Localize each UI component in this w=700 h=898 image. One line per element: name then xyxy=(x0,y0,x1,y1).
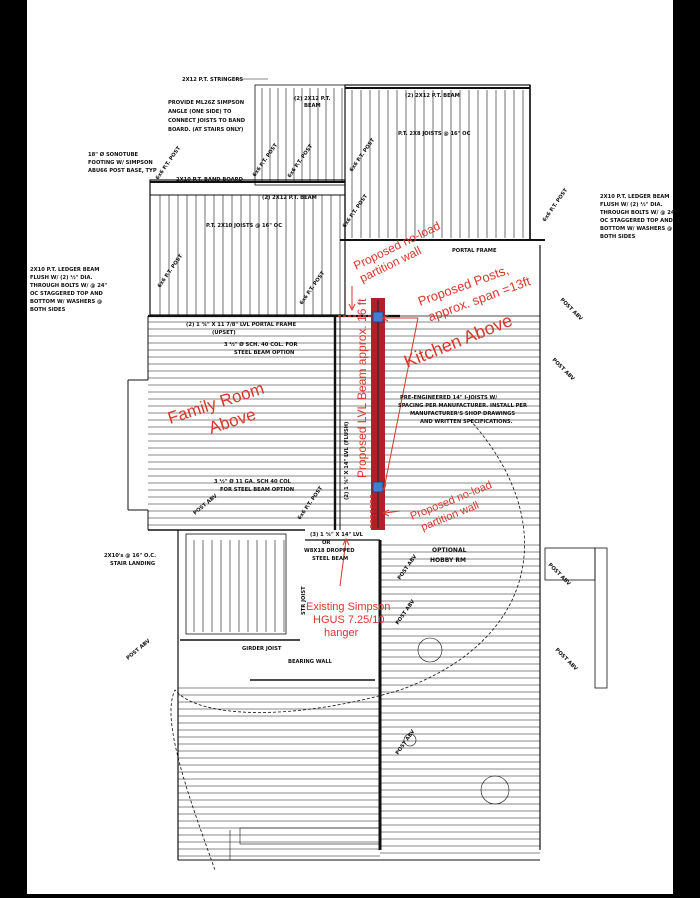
annotation-hanger: Existing Simpson HGUS 7.25/10 hanger xyxy=(306,601,393,639)
note-band-board: 2X10 P.T. BAND BOARD xyxy=(176,177,244,183)
note-beam-2x12-mid: (2) 2X12 P.T. BEAM xyxy=(262,195,317,201)
note-steel-col-top: 3 ½" Ø SCH. 40 COL. FOR STEEL BEAM OPTIO… xyxy=(224,341,299,356)
note-optional-hobby: OPTIONAL HOBBY RM xyxy=(430,547,469,564)
note-lvl-flush: (2) 1 ¾" X 14" LVL (FLUSH) xyxy=(344,422,350,500)
note-stringers: 2X12 P.T. STRINGERS xyxy=(182,77,243,83)
note-bearing-wall: BEARING WALL xyxy=(288,659,333,665)
note-dropped-beam: (3) 1 ¾" X 14" LVL OR W8X18 DROPPED STEE… xyxy=(304,532,365,562)
note-sonotube: 18" Ø SONOTUBE FOOTING W/ SIMPSON ABU66 … xyxy=(88,151,157,174)
note-portal-frame-right: PORTAL FRAME xyxy=(452,248,497,254)
post-marker-top xyxy=(372,311,384,323)
note-ledger-right: 2X10 P.T. LEDGER BEAM FLUSH W/ (2) ½" DI… xyxy=(600,194,679,240)
note-ledger-left: 2X10 P.T. LEDGER BEAM FLUSH W/ (2) ½" DI… xyxy=(30,267,109,313)
note-stair-landing: 2X10's @ 16" O.C. STAIR LANDING xyxy=(104,553,158,567)
note-lvl-portal: (2) 1 ¾" X 11 7/8" LVL PORTAL FRAME (UPS… xyxy=(186,322,298,336)
note-joists-2x8: P.T. 2X8 JOISTS @ 16" OC xyxy=(398,131,471,137)
note-joists-2x10: P.T. 2X10 JOISTS @ 16" OC xyxy=(206,223,282,229)
note-steel-col-mid: 3 ½" Ø 11 GA. SCH 40 COL FOR STEEL BEAM … xyxy=(214,478,294,493)
note-girder-joist: GIRDER JOIST xyxy=(242,646,282,652)
note-beam-2x12-right: (2) 2X12 P.T. BEAM xyxy=(405,93,460,99)
note-beam-2x12-top: (2) 2X12 P.T. BEAM xyxy=(294,96,332,109)
proposed-lvl-beam xyxy=(371,298,385,530)
annotation-arrows xyxy=(339,286,419,587)
structure-linework xyxy=(127,84,608,871)
post-marker-bottom xyxy=(372,481,384,493)
annotation-lvl-beam: Proposed LVL Beam approx. 16 ft xyxy=(355,298,369,478)
paper xyxy=(27,0,673,894)
note-i-joists: PRE-ENGINEERED 14" I-JOISTS W/ SPACING P… xyxy=(398,395,529,425)
note-str-joist: STR JOIST xyxy=(301,586,307,615)
note-simpson-angle: PROVIDE ML26Z SIMPSON ANGLE (ONE SIDE) T… xyxy=(168,100,247,133)
